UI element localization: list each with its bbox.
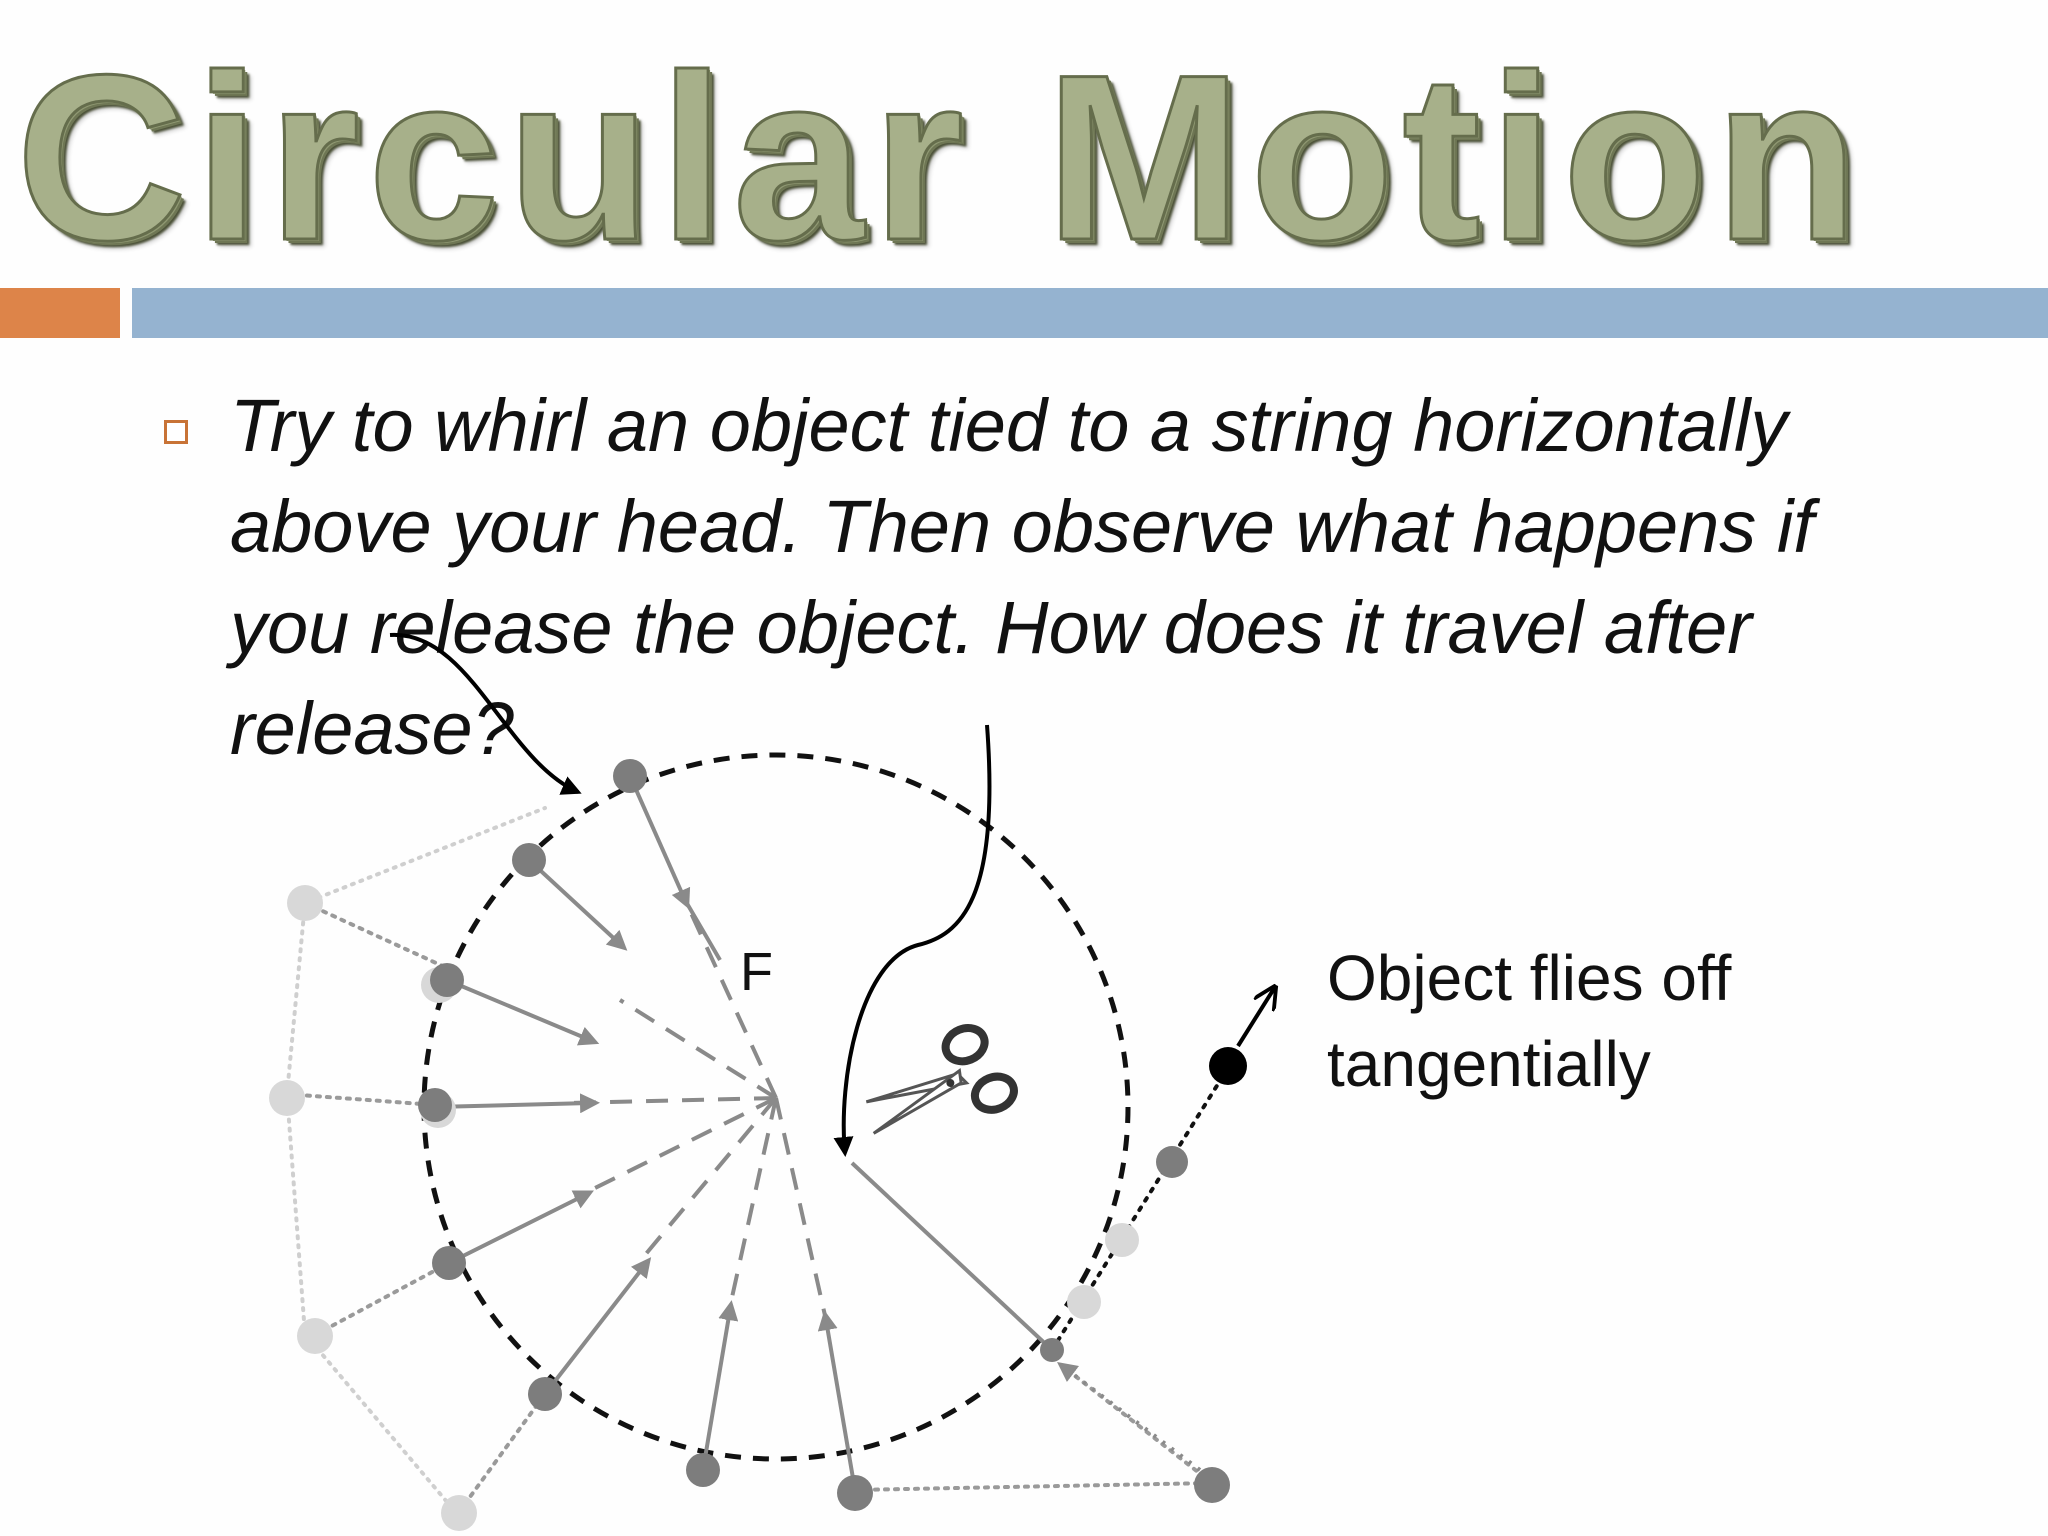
force-label: F bbox=[740, 942, 773, 1002]
title-accent-bar-orange bbox=[0, 288, 120, 338]
object-balls bbox=[418, 759, 1230, 1511]
annotation-line-2: tangentially bbox=[1327, 1028, 1651, 1100]
tension-arrows bbox=[434, 775, 1202, 1491]
annotation-line-1: Object flies off bbox=[1327, 942, 1732, 1014]
title-accent-bar-blue bbox=[132, 288, 2048, 338]
string-links-dotted bbox=[285, 901, 1214, 1514]
slide-title: Circular Motion bbox=[15, 26, 1867, 290]
bullet-square-icon bbox=[164, 420, 188, 444]
released-object bbox=[1209, 1047, 1247, 1085]
bullet-text: Try to whirl an object tied to a string … bbox=[230, 384, 1814, 770]
ghost-balls bbox=[269, 885, 1139, 1531]
callout-arrow-right bbox=[833, 724, 992, 1157]
callout-arrow-left bbox=[389, 632, 582, 795]
flight-direction-arrow bbox=[1236, 987, 1275, 1048]
radii-dashed bbox=[569, 899, 828, 1321]
scissors-icon bbox=[865, 1024, 1018, 1135]
